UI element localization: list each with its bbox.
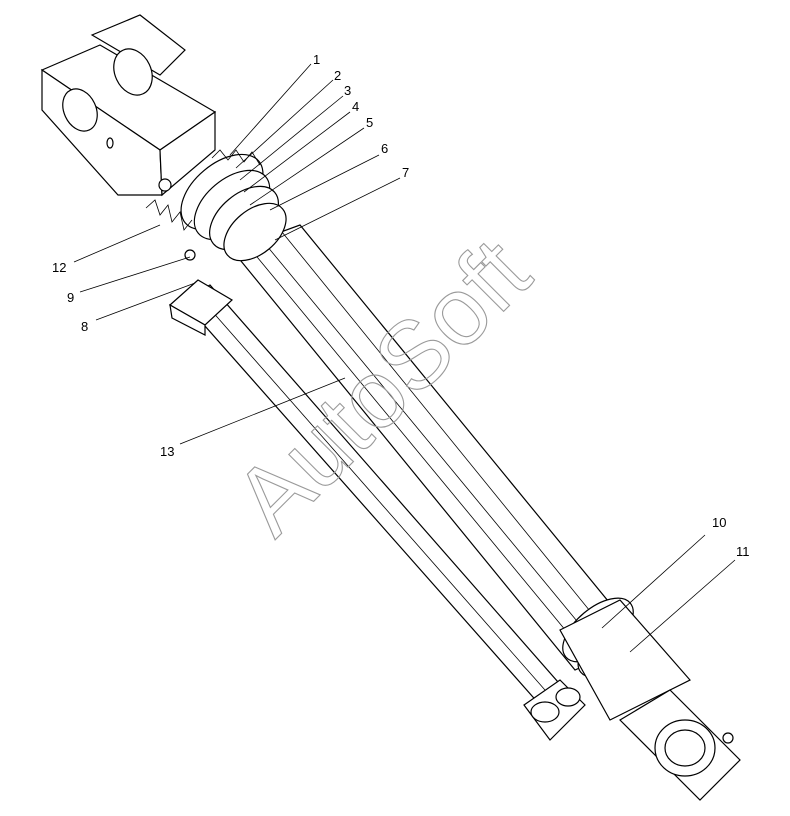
callout-6: 6	[381, 141, 388, 156]
rod-end-cap	[168, 279, 233, 336]
callout-9: 9	[67, 290, 74, 305]
callout-5: 5	[366, 115, 373, 130]
callout-13: 13	[160, 444, 174, 459]
callout-12: 12	[52, 260, 66, 275]
callout-leaders	[73, 63, 736, 653]
callout-3: 3	[344, 83, 351, 98]
callout-2: 2	[334, 68, 341, 83]
callout-11: 11	[736, 544, 750, 559]
callout-1: 1	[313, 52, 320, 67]
callout-7: 7	[402, 165, 409, 180]
callout-10: 10	[712, 515, 726, 530]
callout-4: 4	[352, 99, 359, 114]
head-gland	[145, 149, 287, 262]
bottom-mount	[523, 679, 741, 801]
piston-assembly	[559, 597, 691, 721]
callout-labels: 1 2 3 4 5 6 7 8 9 10 11 12 13	[52, 52, 750, 559]
top-clevis	[40, 14, 217, 197]
callout-8: 8	[81, 319, 88, 334]
